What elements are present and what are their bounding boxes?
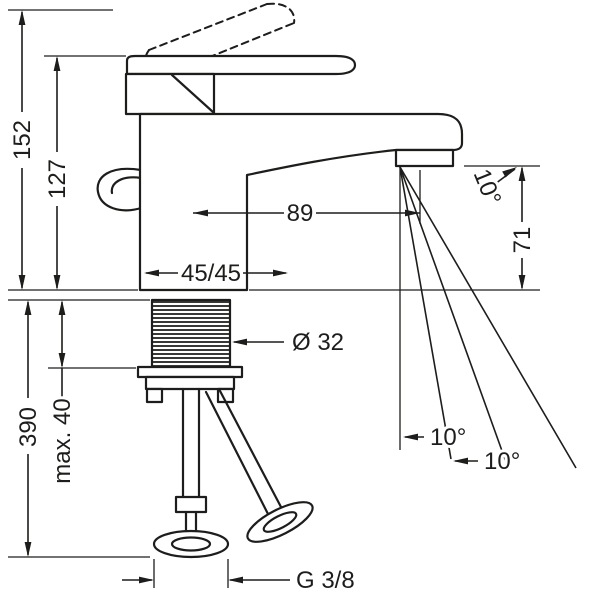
supply-hose-vertical <box>152 387 230 559</box>
hose-angled-lines <box>204 387 283 516</box>
label-hose-length: 390 <box>15 407 42 447</box>
arrow-max40-top <box>58 300 66 315</box>
shaft-edges <box>150 298 232 369</box>
label-spout-height: 71 <box>509 227 536 254</box>
label-shaft-diameter: Ø 32 <box>292 329 344 356</box>
arrow-89-left <box>193 209 208 217</box>
arrow-4545-right <box>273 269 288 277</box>
label-spout-angle: 10° <box>468 165 507 209</box>
hose-vertical-fitting-inner <box>170 536 212 552</box>
arrow-89-right <box>405 209 420 217</box>
mounting-bolt-left <box>145 387 164 404</box>
handle-lever <box>125 54 357 76</box>
arrow-390-top <box>24 300 32 315</box>
arrow-390-bottom <box>24 542 32 557</box>
raised-lever-bottom-edge <box>174 22 295 72</box>
handle-loop-outline <box>96 167 143 212</box>
handle-loop-inner-line <box>110 176 143 195</box>
hose-vertical-lines <box>181 387 201 499</box>
arrow-152-top <box>18 10 26 25</box>
label-spout-reach: 89 <box>287 200 314 227</box>
arrow-g38-left <box>139 576 154 584</box>
fan-line-10 <box>399 166 452 460</box>
aerator <box>394 148 455 168</box>
arrow-spout-angle <box>502 167 517 178</box>
label-connection-thread: G 3/8 <box>296 567 355 594</box>
label-max-deck-thickness: max. 40 <box>49 398 76 483</box>
hose-angled-fitting <box>246 501 314 543</box>
mounting-washer <box>136 365 244 379</box>
arrow-127-top <box>53 56 61 71</box>
arrow-max40-bottom <box>58 353 66 368</box>
label-total-height: 152 <box>9 120 36 160</box>
arrow-71-top <box>518 166 526 181</box>
supply-hose-angled <box>204 387 314 543</box>
label-handle-height: 127 <box>44 159 71 199</box>
fan-line-20 <box>399 166 507 463</box>
raised-lever-top-edge <box>148 3 268 51</box>
threaded-shaft <box>150 298 232 369</box>
extension-lines <box>8 9 540 588</box>
arrow-127-bottom <box>53 275 61 290</box>
hose-vertical-fitting <box>152 529 230 559</box>
faucet-outline <box>96 2 464 559</box>
label-angle-1: 10° <box>430 424 466 451</box>
arrow-angle-2 <box>453 457 468 465</box>
label-angle-2: 10° <box>484 448 520 475</box>
angle-fan <box>399 166 577 469</box>
mounting-flange <box>144 375 236 391</box>
handle-escutcheon <box>124 72 216 116</box>
escutcheon-diagonal-line <box>170 73 215 114</box>
arrow-angle-1 <box>403 433 418 441</box>
label-handle-angle: 45/45 <box>181 260 241 287</box>
arrow-g38-right <box>228 576 243 584</box>
arrow-dia32 <box>232 338 247 346</box>
arrow-4545-left <box>144 269 159 277</box>
fan-line-30 <box>399 166 577 469</box>
hose-vertical-tube <box>184 510 198 533</box>
hose-vertical-connector <box>174 495 208 514</box>
raised-lever-end-cap <box>266 2 296 24</box>
hose-angled-fitting-inner <box>262 511 298 533</box>
arrow-71-bottom <box>518 275 526 290</box>
shaft-thread-hatching <box>153 301 229 367</box>
arrow-152-bottom <box>18 275 26 290</box>
arrowheads <box>18 10 526 584</box>
hose-angled-fitting-group <box>246 501 314 543</box>
